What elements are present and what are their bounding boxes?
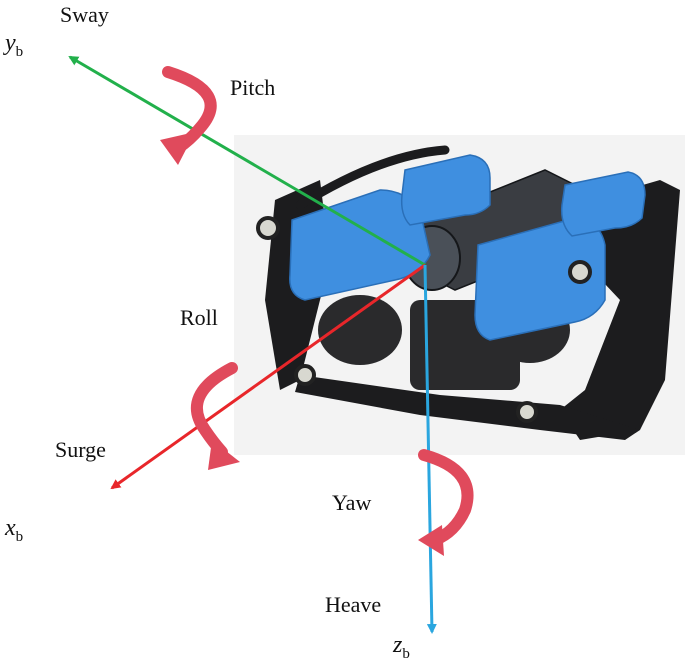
- y-axis-arrow: [68, 55, 426, 267]
- yaw-label: Yaw: [332, 490, 371, 515]
- z-axis-arrow: [423, 264, 437, 634]
- rov-light-bottom-right: [516, 401, 538, 423]
- sway-label: Sway: [60, 2, 109, 27]
- rov-lower-skid: [295, 375, 640, 440]
- rov-light-right: [568, 260, 592, 284]
- rov-thruster-rear-left: [400, 154, 491, 226]
- pitch-label: Pitch: [230, 75, 275, 100]
- heave-label: Heave: [325, 592, 381, 617]
- surge-label: Surge: [55, 437, 106, 462]
- yaw-rotation-arrow: [418, 449, 474, 556]
- x-axis-label: xb: [4, 515, 23, 545]
- x-axis-arrow: [110, 263, 426, 490]
- rov-thruster-rear-right: [560, 171, 646, 237]
- y-axis-label: yb: [3, 30, 23, 60]
- z-axis-label: zb: [392, 632, 410, 662]
- pitch-rotation-arrow: [160, 66, 217, 165]
- rov-vertical-thruster-left: [318, 295, 402, 365]
- rov-light-bottom-left: [294, 364, 316, 386]
- rov-light-top-left: [256, 216, 280, 240]
- rov-top-handle: [295, 145, 450, 210]
- roll-label: Roll: [180, 305, 218, 330]
- rov-illustration: [234, 135, 685, 455]
- roll-rotation-arrow: [190, 362, 240, 470]
